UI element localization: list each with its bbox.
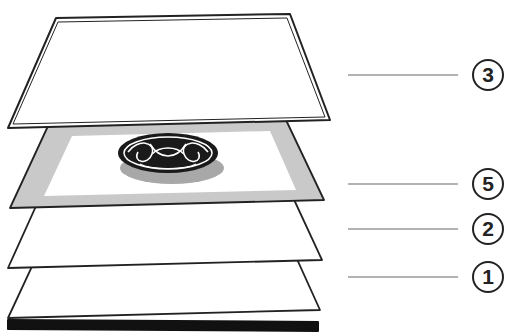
callout-number: 3 <box>473 60 503 90</box>
callout-number: 1 <box>473 262 503 292</box>
leader-lines <box>348 75 458 277</box>
callout-number: 5 <box>473 169 503 199</box>
callout-number: 2 <box>473 214 503 244</box>
frame-mat-layer <box>10 120 324 208</box>
callout-circles <box>473 60 503 292</box>
glass-layer <box>8 14 330 128</box>
